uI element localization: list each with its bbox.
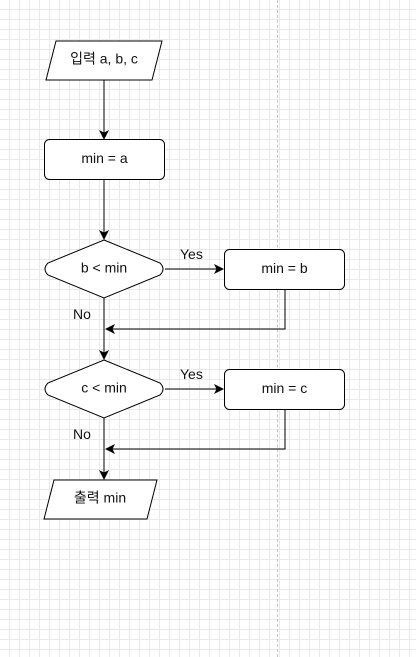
input-node[interactable]: 입력 a, b, c (45, 40, 163, 81)
edge-label-no-1: No (73, 306, 91, 322)
init-min-rect (44, 139, 165, 180)
decision-b-label: b < min (81, 260, 127, 276)
edge-label-no-2: No (73, 426, 91, 442)
input-parallelogram-shape (45, 40, 163, 81)
assign-c-rect (224, 369, 345, 410)
assign-c-node[interactable]: min = c (224, 369, 345, 410)
edge-label-yes-2: Yes (180, 366, 203, 382)
assign-b-label: min = b (261, 260, 308, 276)
assign-b-rect (224, 249, 345, 290)
decision-c-diamond (44, 359, 164, 419)
output-node[interactable]: 출력 min (43, 479, 158, 520)
decision-c-label: c < min (81, 380, 127, 396)
input-node-label: 입력 a, b, c (70, 51, 138, 67)
edge-assign-c-return (105, 409, 286, 454)
output-parallelogram-shape (43, 479, 158, 520)
decision-b-diamond (44, 239, 164, 299)
decision-c-node[interactable]: c < min (44, 359, 164, 419)
init-min-label: min = a (81, 150, 128, 166)
decision-b-node[interactable]: b < min (44, 239, 164, 299)
assign-c-label: min = c (262, 380, 308, 396)
assign-b-node[interactable]: min = b (224, 249, 345, 290)
init-min-node[interactable]: min = a (44, 139, 165, 180)
edge-assign-b-return (105, 289, 286, 334)
output-node-label: 출력 min (74, 490, 126, 506)
flowchart-edges (99, 80, 286, 480)
edge-label-yes-1: Yes (180, 246, 203, 262)
